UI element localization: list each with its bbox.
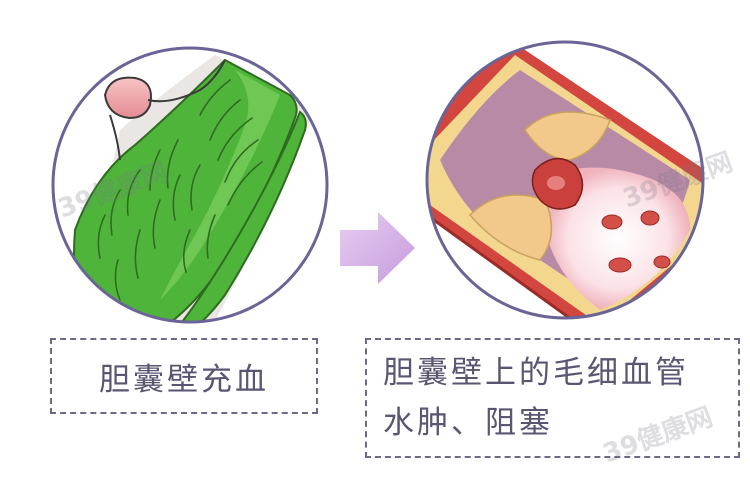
left-circle-illustration: [51, 46, 329, 324]
right-arrow-icon: [340, 212, 415, 284]
right-circle-illustration: [425, 40, 705, 320]
left-caption-text: 胆囊壁充血: [99, 361, 269, 398]
left-caption-box: 胆囊壁充血: [50, 338, 318, 414]
right-caption-line1: 胆囊壁上的毛细血管: [383, 355, 689, 391]
right-caption-box: 胆囊壁上的毛细血管 水肿、阻塞: [365, 338, 740, 458]
right-caption-line2: 水肿、阻塞: [383, 405, 553, 441]
